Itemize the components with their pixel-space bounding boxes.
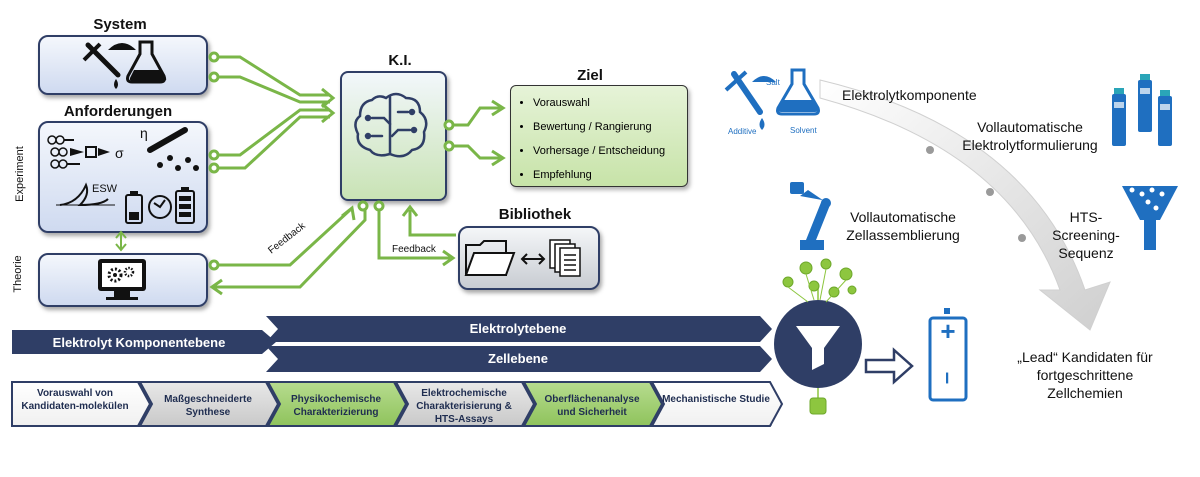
ziel-box: Vorauswahl Bewertung / Rangierung Vorher… [510,85,688,187]
ziel-item: Vorhersage / Entscheidung [533,139,687,163]
ziel-item: Vorauswahl [533,91,687,115]
system-panel [38,35,208,95]
documents-icon [549,239,581,277]
process-step-6-label: Mechanistische Studie [662,394,770,405]
workflow-step-dot [1018,234,1026,242]
process-step-5 [522,381,664,427]
zellassemblierung-label: Vollautomatische Zellassemblierung [838,208,968,244]
right-arrow-icon [864,347,914,385]
folder-icon [464,240,516,276]
salt-label: Salt [766,78,780,87]
battery-icon [928,308,968,402]
banner-elektrolytebene [266,316,772,342]
formulierung-label: Vollautomatische Elektrolytformulierung [940,118,1120,154]
lead-line-3: Zellchemien [1047,385,1123,401]
workflow-step-dot [926,146,934,154]
banner-zellebene [266,346,772,372]
process-step-1 [11,381,152,427]
battery-plus-sign: + [940,316,956,346]
hts-label: HTS- Screening- Sequenz [1046,208,1126,262]
screening-funnel-icon [774,288,862,398]
hts-line-3: Sequenz [1058,245,1114,261]
elektrolytkomponente-label: Elektrolytkomponente [842,87,977,103]
ziel-title: Ziel [577,67,603,84]
ziel-item: Empfehlung [533,163,687,187]
system-title: System [93,16,147,33]
process-step-5-label: Oberflächenanalyse und Sicherheit [544,394,640,418]
zell-line-1: Vollautomatische [850,209,956,225]
battery-cell-icon [125,187,195,224]
anforderungen-title: Anforderungen [63,103,173,120]
hts-line-2: Screening- [1052,227,1120,243]
banner-komponentebene-label: Elektrolyt Komponentebene [52,335,226,350]
hts-line-1: HTS- [1069,209,1103,225]
brain-circuit-icon [354,92,428,158]
formulierung-line-2: Elektrolytformulierung [962,137,1098,153]
ziel-item: Bewertung / Rangierung [533,115,687,139]
solvent-flask-icon [776,68,820,116]
swap-arrows-icon [520,253,546,265]
lead-kandidaten-label: „Lead“ Kandidaten für fortgeschrittene Z… [990,348,1180,402]
process-step-1-label: Vorauswahl von Kandidaten-molekülen [21,388,129,412]
lead-candidate-chip [809,397,827,415]
flask-icon [126,40,167,84]
formulierung-line-1: Vollautomatische [977,119,1083,135]
process-step-4 [394,381,536,427]
workflow-step-dot [986,188,994,196]
bibliothek-title: Bibliothek [498,206,572,223]
feedback-label-right: Feedback [392,244,436,255]
cycle-clock-icon [148,195,172,219]
banner-komponentebene [12,330,276,354]
lead-line-1: „Lead“ Kandidaten für [1017,349,1153,365]
conductivity-icon [47,135,110,169]
process-step-3 [266,381,408,427]
computer-gears-icon [98,259,146,300]
esw-label: ESW [92,183,118,195]
robot-arm-icon [790,182,831,250]
process-step-2 [138,381,280,427]
process-step-4-label: Elektrochemische Charakterisierung & HTS… [416,388,512,425]
process-step-2-label: Maßgeschneiderte Synthese [164,394,252,418]
hts-filter-icon [1122,186,1178,250]
workflow-curve-arrow [819,79,1111,331]
process-step-6 [650,381,784,427]
lead-line-2: fortgeschrittene [1036,367,1134,383]
viscosity-tube-icon [147,127,199,171]
battery-minus-sign: – [936,371,961,385]
additive-dropper-icon [724,70,765,130]
cv-curve-icon [56,182,115,207]
ki-title: K.I. [388,52,412,69]
zell-line-2: Zellassemblierung [846,227,960,243]
sigma-symbol: σ [115,145,124,161]
salt-pile-blue-icon [752,76,776,82]
additive-label: Additive [728,127,757,136]
solvent-label: Solvent [790,126,817,135]
eta-symbol: η [140,125,148,141]
banner-zellebene-label: Zellebene [488,351,548,366]
banner-elektrolytebene-label: Elektrolytebene [469,321,567,336]
vials-icon [1112,74,1172,146]
salt-pile-icon [108,43,136,50]
green-connectors [120,51,500,289]
process-step-3-label: Physikochemische Charakterizierung [290,394,382,418]
dropper-icon [82,42,121,89]
